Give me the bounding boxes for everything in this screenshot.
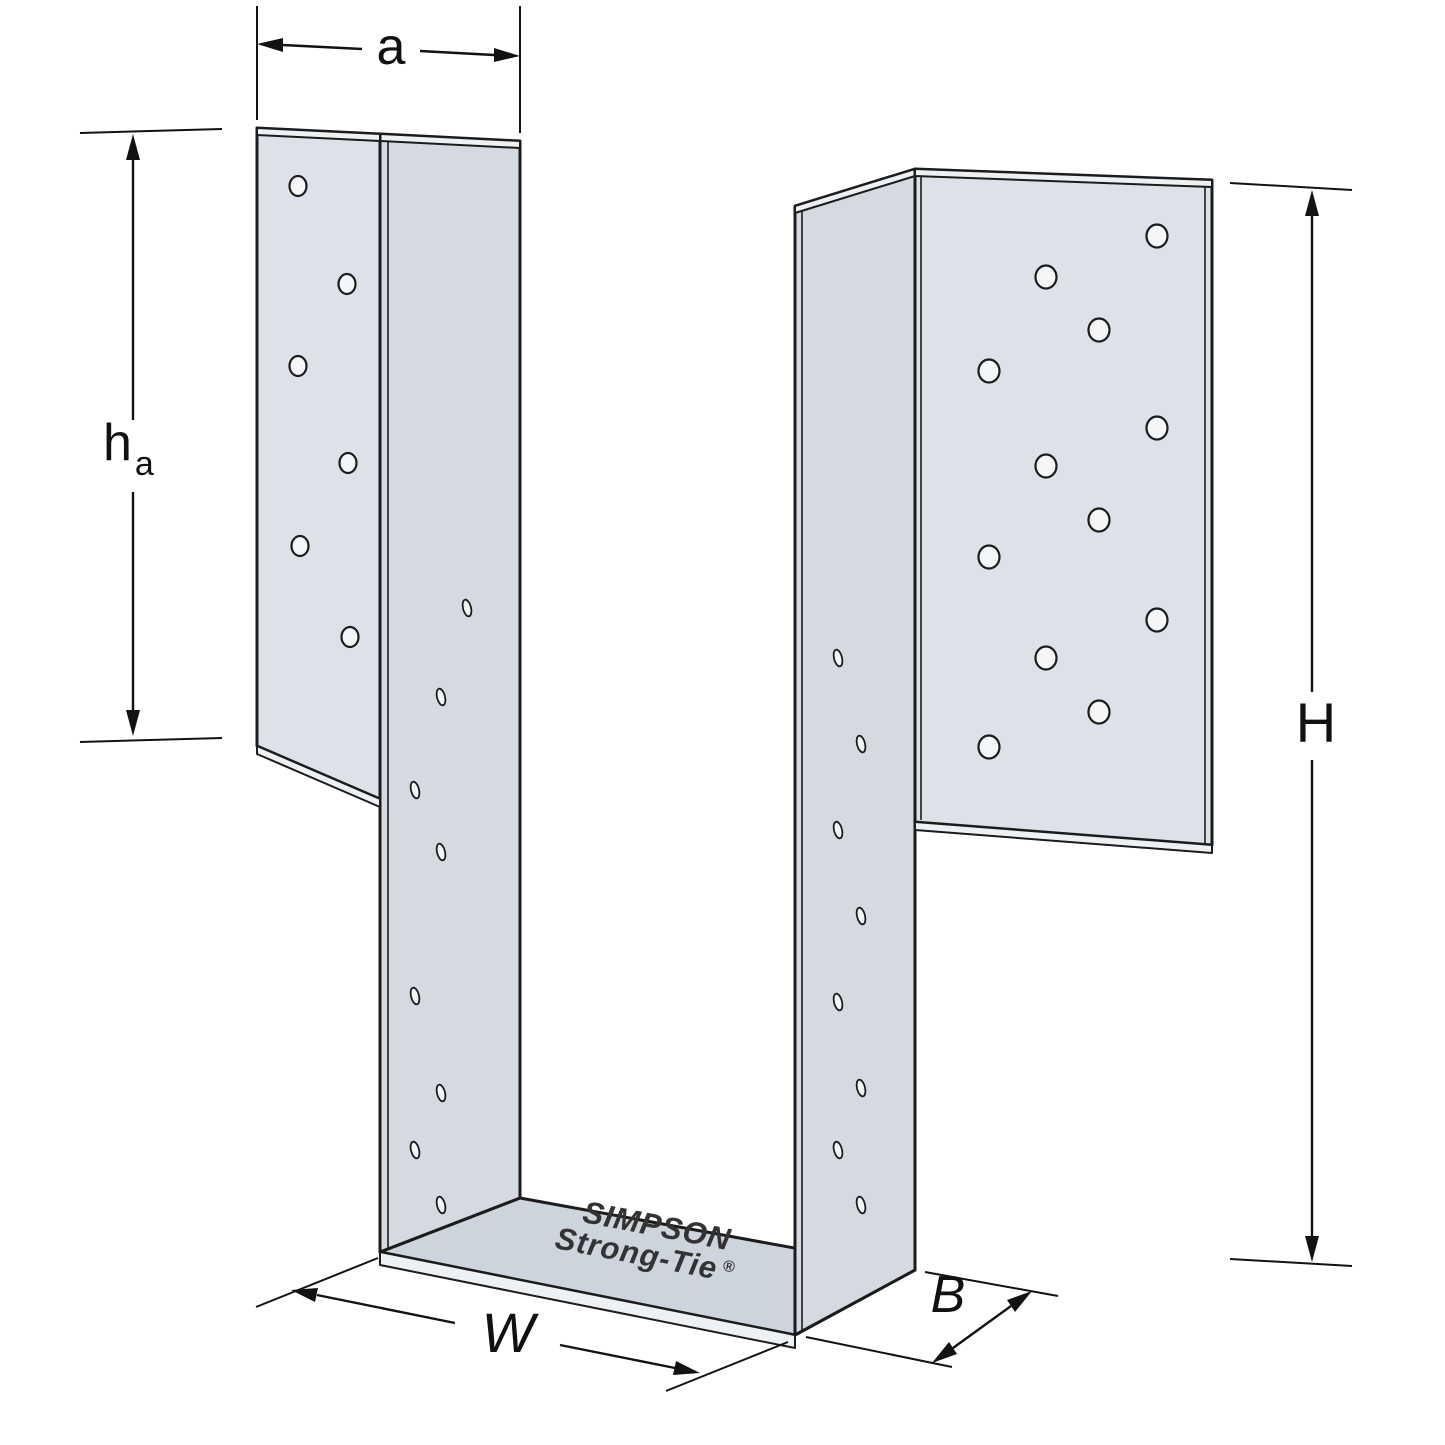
dim-label-W: W <box>482 1301 540 1364</box>
dim-label-h-subscript: a <box>135 445 154 483</box>
nail-hole <box>1145 223 1169 249</box>
nail-hole <box>977 734 1001 760</box>
dim-label-a: a <box>377 18 406 76</box>
hanger-body <box>255 126 1214 1349</box>
ext-line <box>79 128 223 134</box>
arrow-down-icon <box>126 710 140 736</box>
ext-line <box>924 1271 1059 1297</box>
nail-hole <box>290 534 310 558</box>
ext-line <box>805 1336 953 1368</box>
dim-line <box>952 1305 1012 1349</box>
right-flange-holes <box>977 223 1169 760</box>
nail-hole <box>977 358 1001 384</box>
arrow-left-icon <box>257 38 283 52</box>
dimension-ha: ha <box>79 128 223 743</box>
dimension-H: H <box>1229 182 1353 1267</box>
arrow-up-icon <box>1305 190 1319 216</box>
nail-hole <box>288 354 308 378</box>
nail-hole <box>435 687 447 707</box>
nail-hole <box>409 1140 421 1160</box>
nail-hole <box>977 544 1001 570</box>
nail-hole <box>832 820 844 840</box>
arrow-right-icon <box>494 48 520 62</box>
arrow-up-right-icon <box>1007 1291 1032 1312</box>
nail-hole <box>1145 607 1169 633</box>
nail-hole <box>1087 699 1111 725</box>
dim-label-H: H <box>1296 691 1336 754</box>
left-wall-holes <box>409 598 473 1215</box>
dimension-a: a <box>256 6 521 133</box>
left-flange-top-edge <box>256 127 381 142</box>
nail-hole <box>409 986 421 1006</box>
right-flange-bottom-edge <box>914 821 1213 854</box>
nail-hole <box>338 451 358 475</box>
nail-hole <box>409 780 421 800</box>
nail-hole <box>855 734 867 754</box>
left-flange-face <box>255 126 382 801</box>
nail-hole <box>832 992 844 1012</box>
dimension-B: B <box>805 1266 1059 1368</box>
ext-line <box>79 737 223 743</box>
nail-hole <box>855 1078 867 1098</box>
right-wall-holes <box>832 648 867 1215</box>
ext-line <box>1229 182 1353 191</box>
dim-label-ha: ha <box>103 414 154 483</box>
nail-hole <box>435 1083 447 1103</box>
right-flange-top-edge <box>914 168 1213 188</box>
nail-hole <box>832 1140 844 1160</box>
nail-hole <box>340 625 360 649</box>
dim-label-B: B <box>931 1266 966 1324</box>
dimension-W: W <box>255 1257 789 1392</box>
nail-hole <box>1034 453 1058 479</box>
nail-hole <box>337 272 357 296</box>
dim-line <box>282 43 495 57</box>
left-flange-bottom-edge <box>256 745 381 808</box>
nail-hole <box>1034 645 1058 671</box>
arrow-left-icon <box>291 1288 318 1302</box>
nail-hole <box>1087 317 1111 343</box>
ext-line <box>255 1257 379 1308</box>
dim-label-h-main: h <box>103 414 132 472</box>
ext-line <box>665 1341 789 1392</box>
nail-hole <box>1145 415 1169 441</box>
nail-hole <box>288 174 308 198</box>
nail-hole <box>435 842 447 862</box>
registered-mark: ® <box>721 1258 737 1277</box>
ext-line <box>1229 1258 1353 1267</box>
nail-hole <box>1087 507 1111 533</box>
nail-hole <box>435 1195 447 1215</box>
arrow-down-left-icon <box>932 1342 957 1363</box>
arrow-down-icon <box>1305 1236 1319 1262</box>
arrow-up-icon <box>126 134 140 160</box>
right-flange-face <box>913 167 1214 847</box>
nail-hole <box>855 1195 867 1215</box>
arrow-right-icon <box>673 1361 700 1375</box>
right-wall-face <box>793 167 917 1337</box>
seat-front-edge <box>379 1251 796 1349</box>
nail-hole <box>832 648 844 668</box>
left-flange-holes <box>288 174 360 649</box>
nail-hole <box>461 598 473 618</box>
nail-hole <box>855 906 867 926</box>
nail-hole <box>1034 264 1058 290</box>
dim-line <box>316 1293 676 1370</box>
left-wall-face <box>378 132 522 1254</box>
